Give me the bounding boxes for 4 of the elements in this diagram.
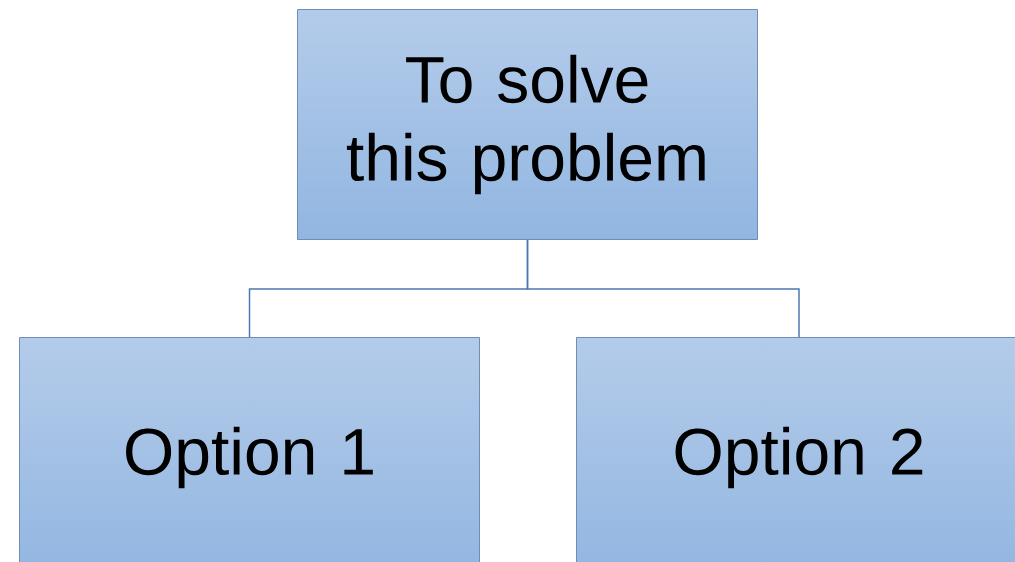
process-box: To solve this problem xyxy=(297,9,758,240)
connector xyxy=(526,239,800,338)
process-box: Option 1 xyxy=(19,337,480,562)
process-box: Option 2 xyxy=(576,337,1015,562)
